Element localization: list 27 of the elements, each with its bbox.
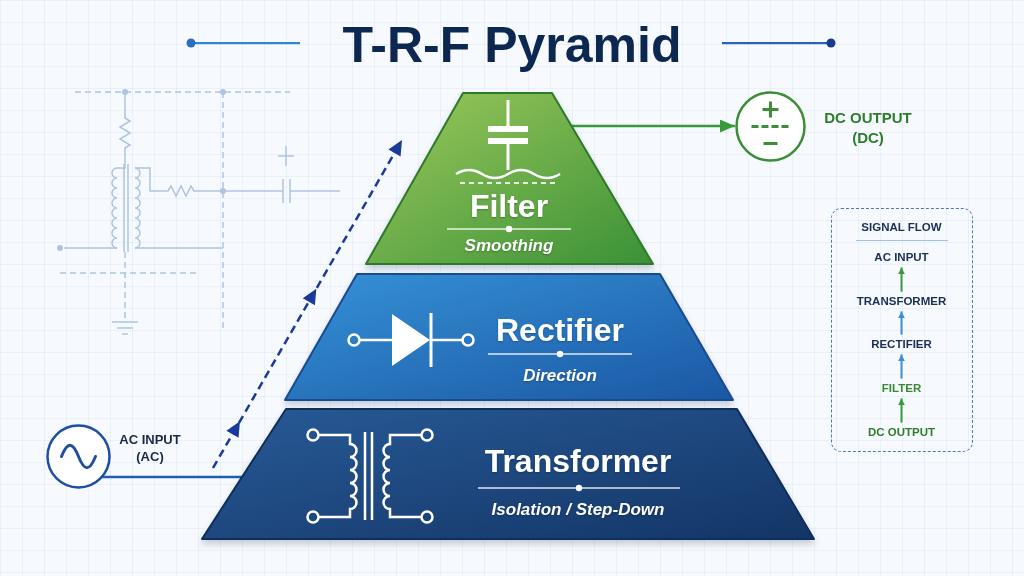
pyramid-tier <box>202 409 814 539</box>
pyramid-tier <box>366 93 653 264</box>
diagram-title: T-R-F Pyramid <box>342 17 682 73</box>
pyramid-tier <box>285 274 733 400</box>
arrow <box>898 266 905 293</box>
flow-step-text: DC OUTPUT <box>867 425 936 440</box>
arrow <box>898 353 905 380</box>
node-caption: DC OUTPUT (DC) <box>823 107 913 147</box>
ac-source-icon <box>45 423 111 489</box>
connector-line <box>102 475 243 479</box>
tier-title: Transformer <box>484 442 672 480</box>
arrow <box>571 119 735 133</box>
arrow <box>898 310 905 336</box>
flow-step-text: AC INPUT <box>874 250 929 265</box>
signal-flow-panel <box>831 208 973 452</box>
arrow <box>898 397 905 424</box>
tier-subtitle: Smoothing <box>464 236 554 256</box>
tier-title: Filter <box>469 187 549 225</box>
tier-title: Rectifier <box>496 311 624 349</box>
flow-step-text: FILTER <box>881 381 922 396</box>
tier-subtitle: Isolation / Step-Down <box>491 500 665 520</box>
panel-heading: SIGNAL FLOW <box>861 220 942 233</box>
flow-step-text: RECTIFIER <box>871 337 932 352</box>
tier-subtitle: Direction <box>523 366 597 386</box>
flow-step-text: TRANSFORMER <box>856 294 947 309</box>
node-caption: AC INPUT (AC) <box>118 432 182 466</box>
dc-source-icon <box>734 90 806 162</box>
